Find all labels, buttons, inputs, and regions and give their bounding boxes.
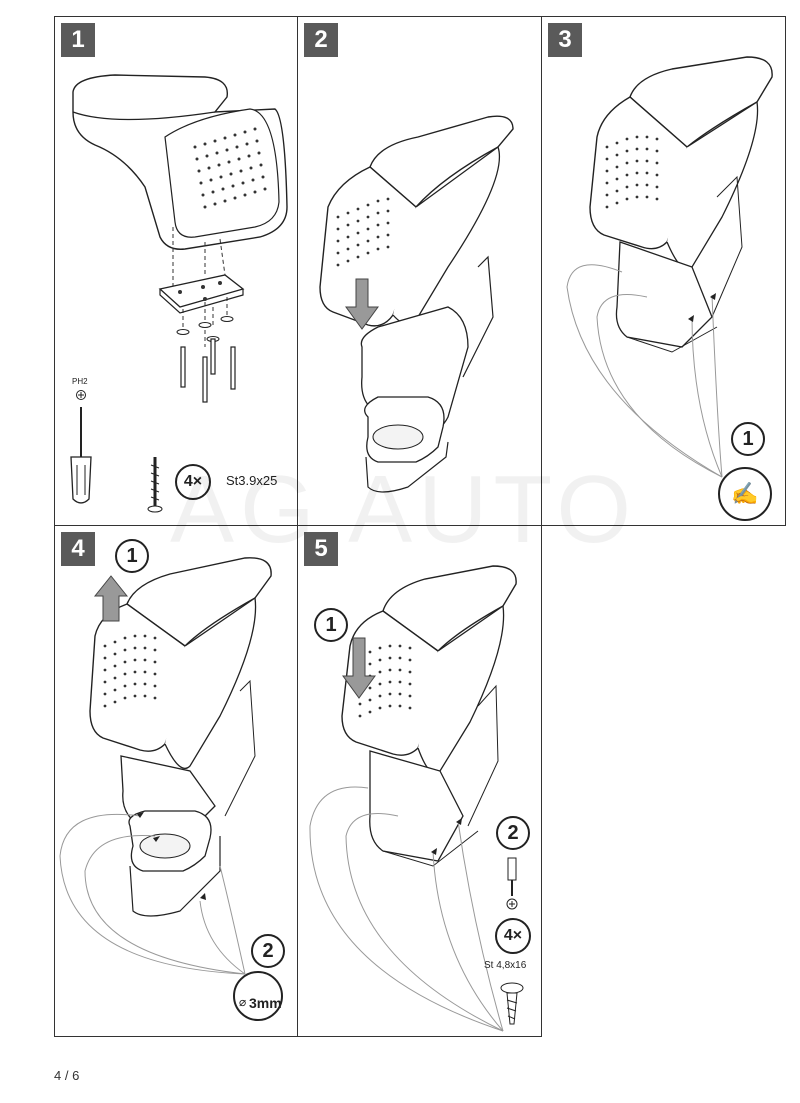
armrest-mounting-illustration bbox=[319, 115, 514, 493]
step-3-panel: 3 1 ✍ bbox=[541, 16, 786, 526]
step-number-badge: 5 bbox=[304, 532, 338, 566]
armrest-exploded-illustration bbox=[70, 74, 288, 513]
quantity-badge: 4× bbox=[495, 918, 531, 954]
callout-number-top: 1 bbox=[314, 608, 348, 642]
screw-spec-label: St3.9x25 bbox=[226, 473, 278, 488]
callout-number-bottom: 2 bbox=[496, 816, 530, 850]
callout-number: 1 bbox=[731, 422, 765, 456]
fastener-push-icon: ✍ bbox=[718, 467, 772, 521]
armrest-fixing-illustration bbox=[566, 56, 773, 478]
step-1-panel: 1 bbox=[54, 16, 298, 526]
step-5-panel: 5 1 2 4× bbox=[297, 525, 542, 1037]
step-number-badge: 1 bbox=[61, 23, 95, 57]
driver-label: PH2 bbox=[72, 377, 88, 386]
callout-number-bottom: 2 bbox=[251, 934, 285, 968]
callout-number-top: 1 bbox=[115, 539, 149, 573]
step-4-panel: 4 1 2 ⌀ 3mm bbox=[54, 525, 298, 1037]
armrest-final-fixing-illustration bbox=[309, 565, 524, 1032]
step-number-badge: 2 bbox=[304, 23, 338, 57]
step-2-panel: 2 bbox=[297, 16, 542, 526]
diameter-icon: ⌀ bbox=[239, 995, 247, 1009]
page-number: 4 / 6 bbox=[54, 1068, 80, 1083]
drill-size-label: 3mm bbox=[249, 995, 282, 1011]
screw-spec-label: St 4,8x16 bbox=[484, 960, 527, 971]
step-number-badge: 4 bbox=[61, 532, 95, 566]
quantity-badge: 4× bbox=[175, 464, 211, 500]
armrest-removal-illustration bbox=[59, 557, 272, 975]
drill-size-icon: ⌀ 3mm bbox=[233, 971, 283, 1021]
step-number-badge: 3 bbox=[548, 23, 582, 57]
